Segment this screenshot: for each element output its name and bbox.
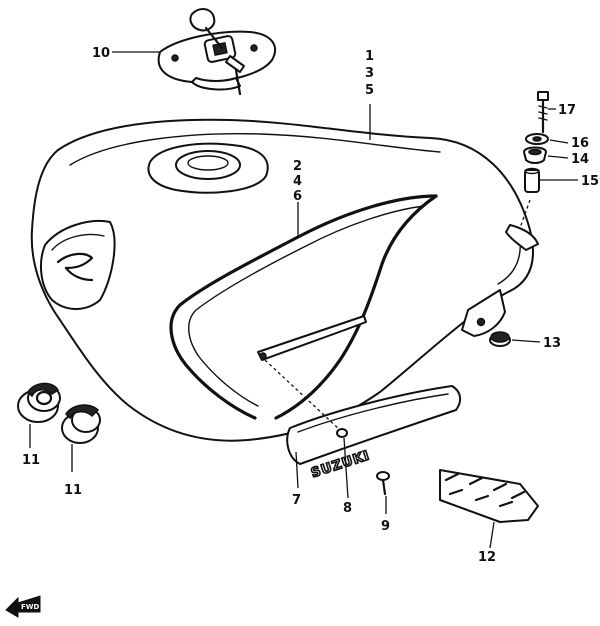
collar-15 [524, 167, 540, 193]
washer-16 [525, 133, 549, 145]
callout-11-left: 11 [22, 453, 40, 468]
filler-cap-assembly [157, 8, 277, 96]
knee-recess [39, 220, 116, 310]
callout-11-right: 11 [64, 483, 82, 498]
callout-1: 1 [365, 49, 374, 64]
callout-12: 12 [478, 550, 496, 565]
leader-lines [29, 51, 578, 549]
callout-7: 7 [292, 493, 301, 508]
callout-10: 10 [92, 46, 110, 61]
cushion-right [61, 404, 101, 444]
callout-8: 8 [343, 501, 352, 516]
callout-2: 2 [293, 159, 302, 174]
forward-arrow-icon: FWD [5, 595, 41, 618]
callout-4: 4 [293, 174, 302, 189]
callout-15: 15 [581, 174, 599, 189]
callout-labels: 10 1 3 5 17 16 14 15 2 4 6 13 11 11 7 8 … [22, 46, 599, 565]
forward-marker-text: FWD [21, 603, 40, 611]
callout-14: 14 [571, 152, 589, 167]
filler-recess [147, 142, 269, 194]
callout-13: 13 [543, 336, 561, 351]
cushion-13 [489, 331, 511, 347]
callout-17: 17 [558, 103, 576, 118]
cushion-14 [523, 146, 547, 164]
callout-3: 3 [365, 66, 374, 81]
cushion-left [17, 382, 61, 423]
callout-16: 16 [571, 136, 589, 151]
side-stripe-panel [169, 194, 438, 420]
grommet [336, 428, 348, 438]
callout-6: 6 [293, 189, 302, 204]
callout-5: 5 [365, 83, 374, 98]
rubber-cushion [439, 469, 539, 523]
screw [376, 471, 390, 496]
bolt-17 [537, 91, 549, 134]
callout-9: 9 [381, 519, 390, 534]
